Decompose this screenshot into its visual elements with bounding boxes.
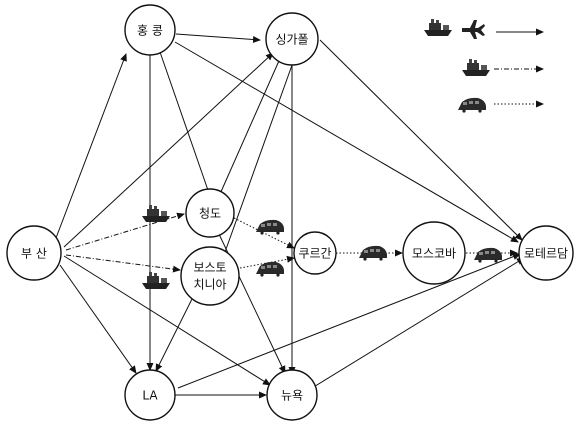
node-label-singapore: 싱가폴 [275, 33, 308, 47]
edge-busan-la [59, 264, 137, 374]
legend-item-train [458, 97, 544, 113]
node-busan: 부 산 [6, 225, 62, 281]
edge-hongkong-singapore [175, 33, 261, 43]
edge-la-rotterdam [177, 253, 521, 389]
ship-icon [142, 205, 170, 222]
edge-singapore-vostochny [224, 53, 297, 253]
edge-hongkong-qingdao [159, 51, 211, 197]
ship-icon [462, 59, 490, 76]
node-label-la: LA [142, 389, 158, 403]
legend [424, 19, 544, 113]
edges [55, 33, 525, 399]
node-label-vostochny-line1: 보스토 [193, 261, 226, 275]
ship-icon [424, 19, 452, 36]
node-label-moscow: 모스코바 [412, 247, 456, 261]
plane-icon [462, 20, 485, 39]
node-moscow: 모스코바 [402, 221, 466, 285]
node-la: LA [124, 369, 176, 421]
node-qingdao: 청도 [185, 188, 235, 238]
edge-singapore-qingdao [219, 53, 283, 195]
edge-busan-hongkong [55, 53, 127, 239]
edge-vostochny-kurgan-rail [239, 255, 295, 269]
node-label-kurgan: 쿠르간 [298, 247, 331, 261]
edge-hongkong-rotterdam [174, 41, 519, 243]
edge-singapore-rotterdam [319, 39, 523, 241]
train-icon [256, 219, 284, 235]
node-vostochny: 보스토 치니아 [180, 246, 240, 306]
node-singapore: 싱가폴 [265, 12, 319, 66]
node-label-qingdao: 청도 [199, 207, 221, 221]
node-label-hongkong: 홍 콩 [137, 24, 163, 38]
node-label-newyork: 뉴욕 [281, 389, 303, 403]
edge-qingdao-kurgan-rail [233, 217, 295, 249]
node-kurgan: 쿠르간 [293, 231, 337, 275]
train-icon [359, 245, 387, 261]
node-rotterdam: 로테르담 [518, 225, 574, 281]
node-label-rotterdam: 로테르담 [524, 247, 568, 261]
edge-busan-singapore [63, 52, 274, 248]
edge-newyork-rotterdam [311, 257, 525, 389]
node-hongkong: 홍 콩 [124, 4, 176, 56]
legend-item-ship [462, 59, 544, 76]
train-icon [256, 261, 284, 277]
ship-icon [142, 272, 170, 289]
node-label-busan: 부 산 [21, 247, 47, 261]
node-newyork: 뉴욕 [266, 369, 318, 421]
train-icon [458, 97, 486, 113]
edge-busan-newyork [63, 255, 271, 386]
legend-item-ship-and-plane [424, 19, 544, 39]
node-label-vostochny-line2: 치니아 [193, 278, 226, 292]
edge-vostochny-la [155, 286, 199, 372]
edge-busan-vostochny-sea [65, 254, 181, 273]
train-icon [474, 247, 502, 263]
